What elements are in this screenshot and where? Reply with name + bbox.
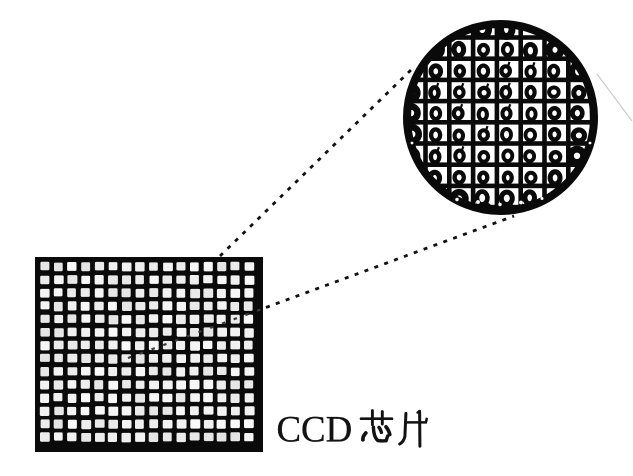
svg-text:CCD: CCD <box>277 408 353 449</box>
